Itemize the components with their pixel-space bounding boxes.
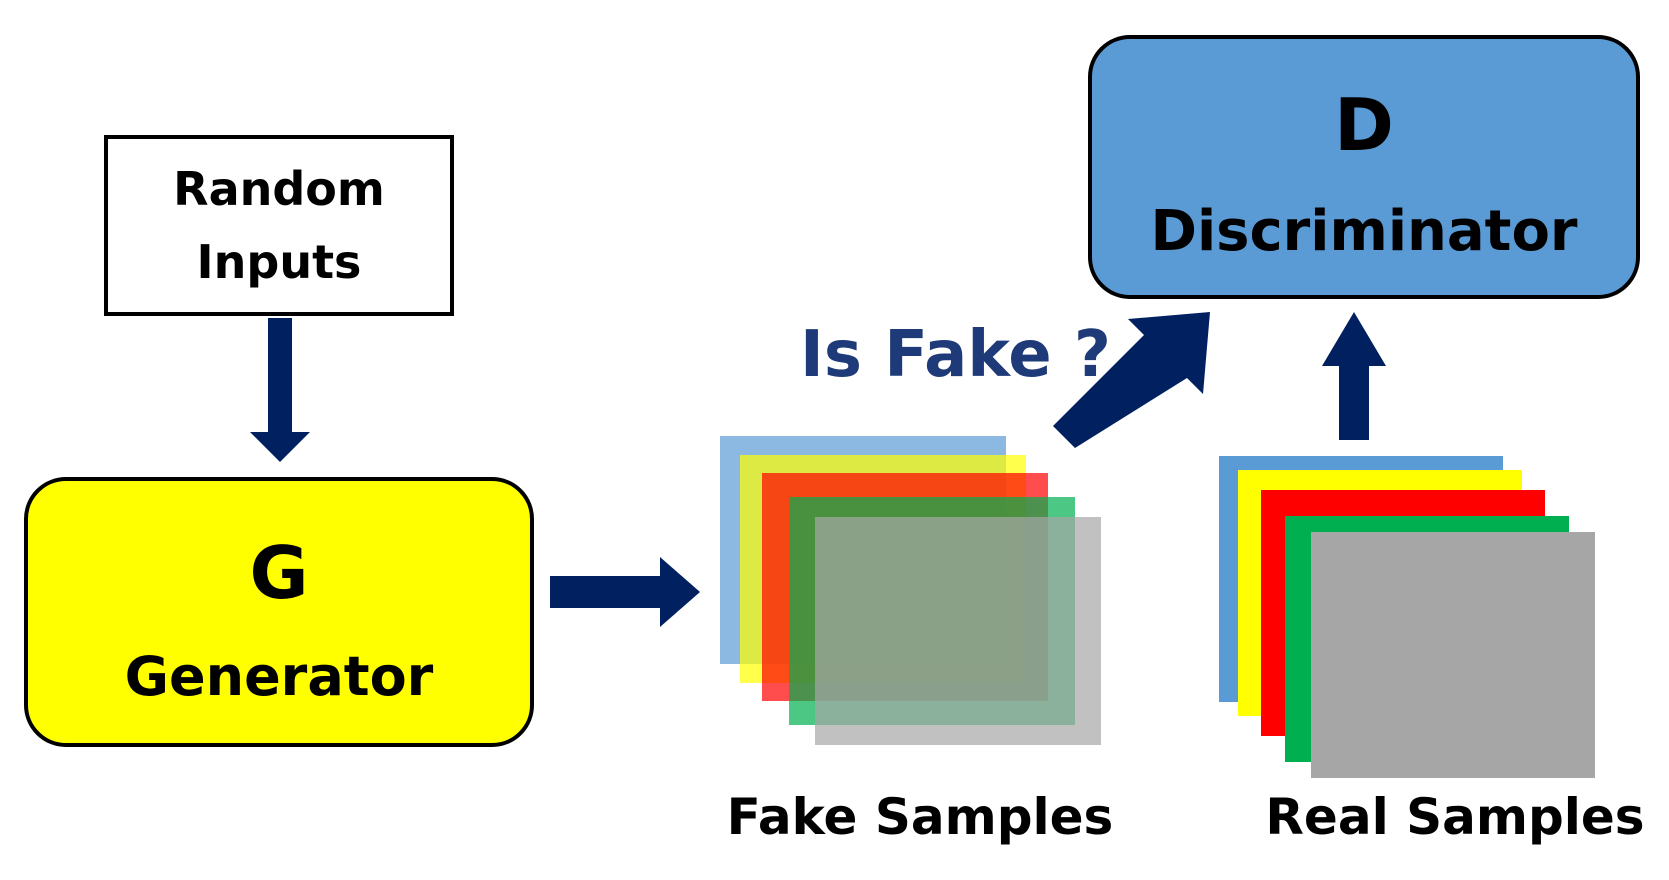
arrow-inputs-to-generator: [250, 318, 310, 462]
real-samples-stack: [1219, 456, 1595, 778]
random-inputs-line1: Random: [173, 162, 385, 216]
generator-node: G Generator: [24, 477, 534, 747]
discriminator-letter: D: [1334, 83, 1394, 167]
generator-letter: G: [249, 531, 308, 615]
random-inputs-node: Random Inputs: [104, 135, 454, 316]
random-inputs-line2: Inputs: [197, 235, 362, 289]
real-sample-gray: [1311, 532, 1595, 778]
discriminator-box: [1088, 35, 1640, 299]
fake-sample-gray: [815, 517, 1101, 745]
arrow-fake-to-discriminator: [1053, 312, 1210, 448]
random-inputs-box: [104, 135, 454, 316]
fake-samples-label: Fake Samples: [727, 788, 1114, 846]
real-samples-label: Real Samples: [1265, 788, 1644, 846]
discriminator-node: D Discriminator: [1088, 35, 1640, 299]
discriminator-label: Discriminator: [1150, 199, 1577, 264]
is-fake-question: Is Fake ?: [800, 318, 1111, 392]
arrow-real-to-discriminator: [1322, 312, 1386, 440]
arrow-generator-to-fake-samples: [550, 557, 700, 627]
generator-label: Generator: [125, 645, 434, 708]
fake-samples-stack: [720, 436, 1101, 745]
generator-box: [24, 477, 534, 747]
